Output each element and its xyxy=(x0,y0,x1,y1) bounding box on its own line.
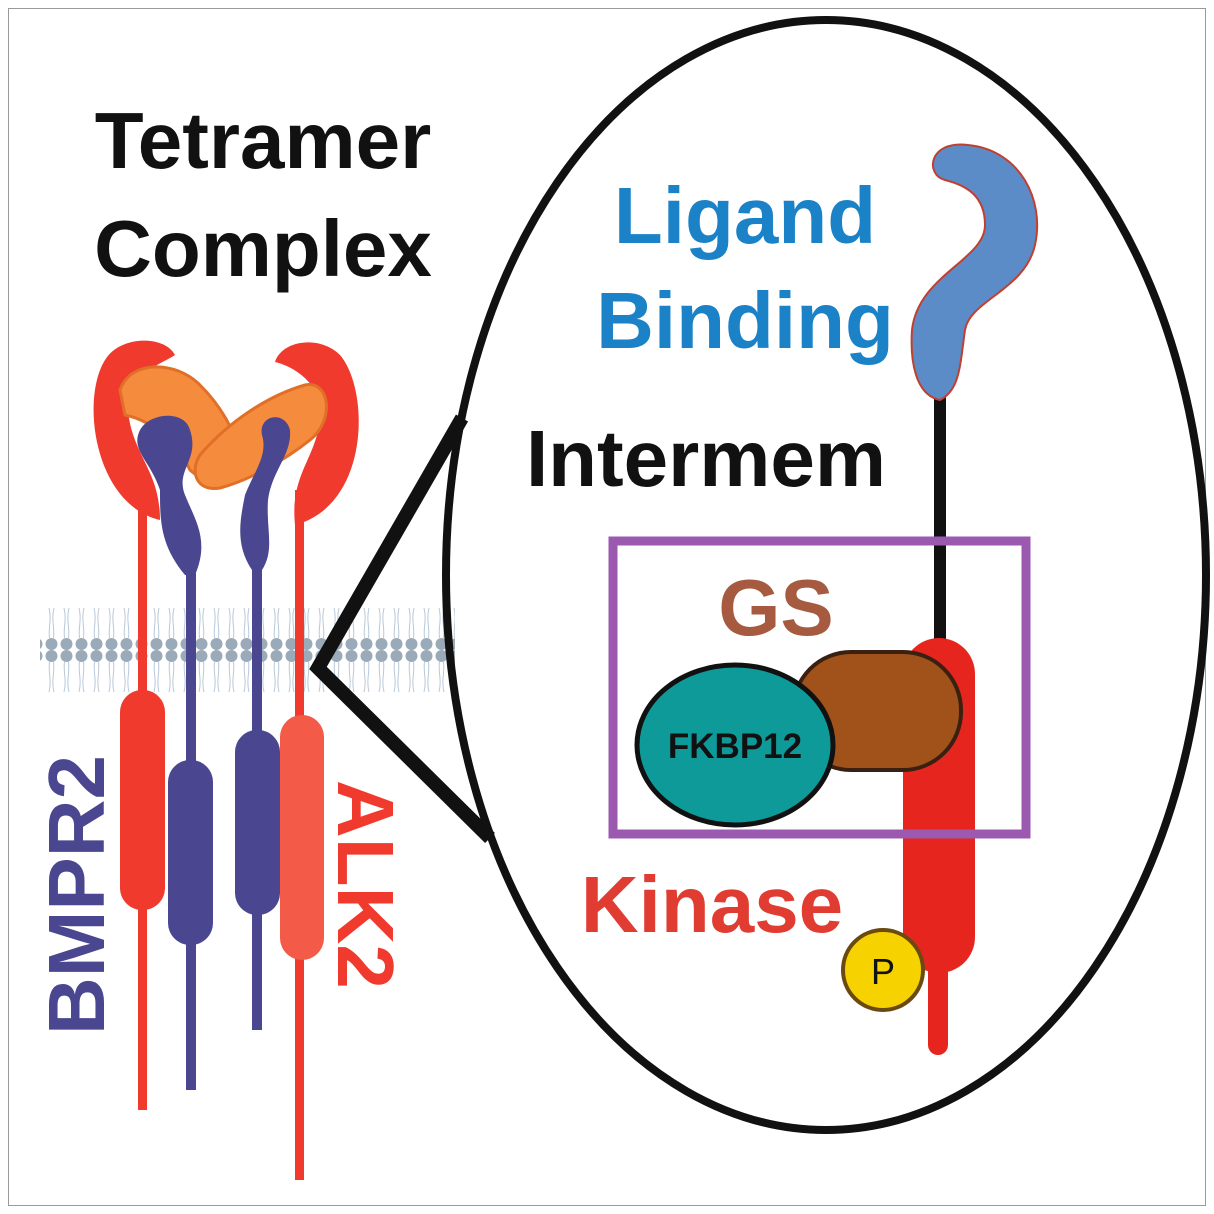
phosphate-group xyxy=(841,928,925,1012)
fkbp12-label: FKBP12 xyxy=(668,727,802,766)
alk2-outer-receptor xyxy=(275,342,359,1180)
kinase-label: Kinase xyxy=(581,860,843,949)
cell-membrane xyxy=(40,570,455,702)
bmpr2-label: BMPR2 xyxy=(32,755,121,1035)
intermembrane-label: Intermem xyxy=(526,414,886,503)
transmembrane-stem xyxy=(934,392,946,662)
zoom-callout xyxy=(309,414,495,843)
phosphate-label: P xyxy=(871,951,895,992)
ligand-binding-label-line1: Ligand xyxy=(614,171,876,260)
gs-box xyxy=(608,536,1031,839)
alk2-label: ALK2 xyxy=(321,780,410,989)
bmpr2-outer-receptor xyxy=(93,340,175,1110)
title-line1: Tetramer xyxy=(95,96,431,185)
title-line2: Complex xyxy=(94,204,432,293)
zoom-ellipse xyxy=(442,16,1210,1134)
ligand-binding-domain xyxy=(910,143,1039,402)
bmpr2-inner-receptor xyxy=(137,415,213,1090)
gs-label: GS xyxy=(718,563,834,652)
fkbp12-protein xyxy=(634,662,836,828)
alk2-inner-receptor xyxy=(235,417,291,1030)
ligand-binding-label-line2: Binding xyxy=(596,276,894,365)
